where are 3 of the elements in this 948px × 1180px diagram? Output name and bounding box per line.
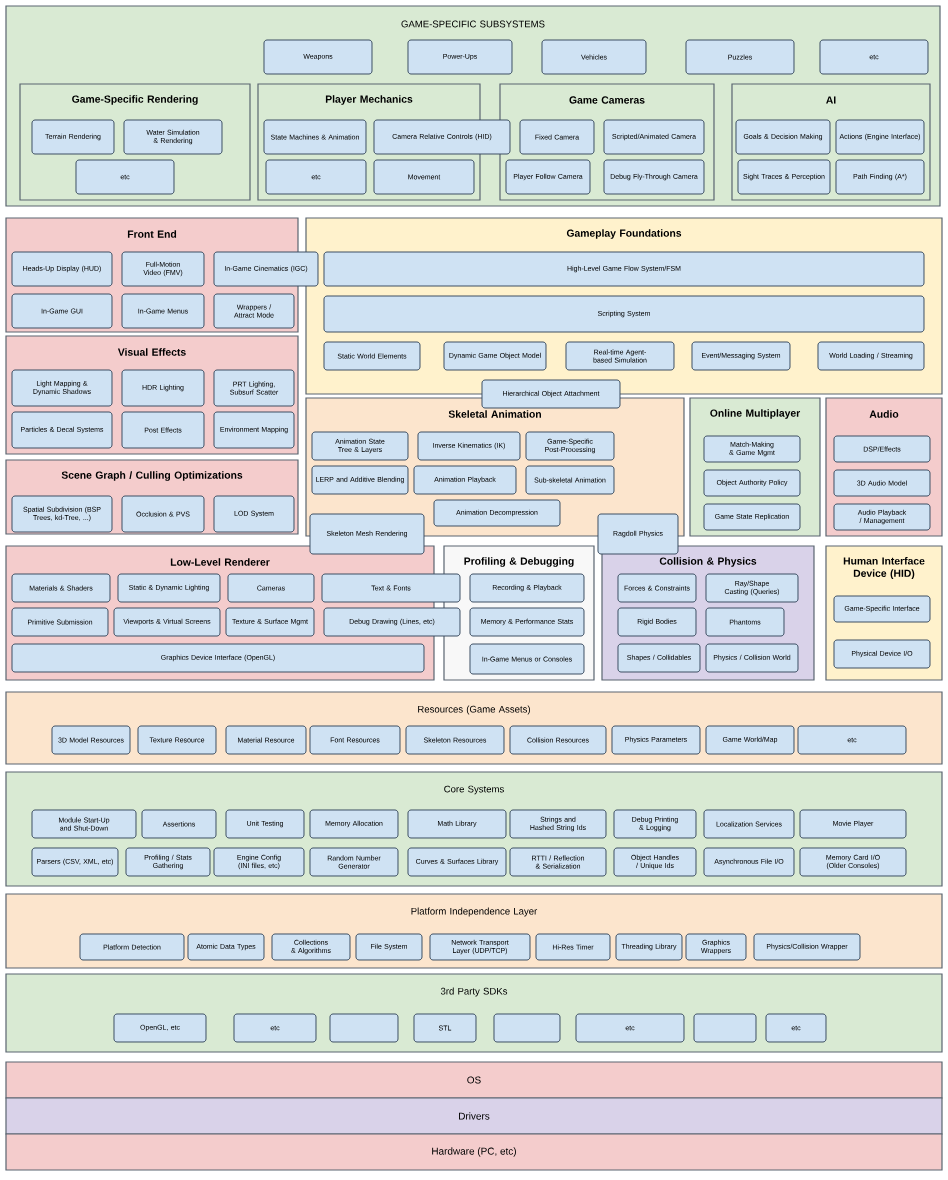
component-box [693,1013,757,1043]
component-box [329,1013,399,1043]
component-box [493,1013,561,1043]
